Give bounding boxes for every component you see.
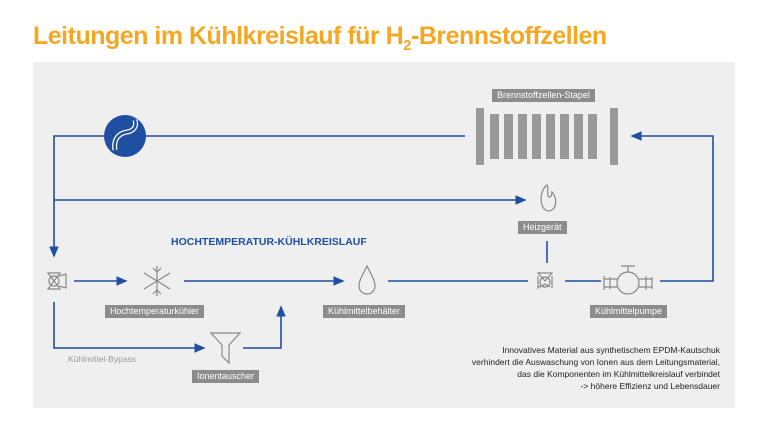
line-pump-stack — [630, 131, 714, 282]
valve-icon — [46, 272, 67, 290]
pump-icon — [603, 265, 653, 295]
circuit-title: HOCHTEMPERATUR-KÜHLKREISLAUF — [171, 236, 367, 248]
return-line — [49, 135, 465, 258]
valve-icon-2 — [536, 272, 554, 290]
note-line: das die Komponenten im Kühlmittelkreisla… — [517, 369, 720, 379]
reservoir-label: Kühlmittelbehälter — [323, 305, 406, 318]
stack-label: Brennstoffzellen-Stapel — [492, 89, 595, 102]
ion-return-line — [243, 305, 286, 349]
heater-label: Heizgerät — [518, 221, 567, 234]
note-line: -> höhere Effizienz und Lebensdauer — [580, 381, 721, 391]
fuel-cell-stack-icon — [476, 108, 618, 165]
bypass-line — [53, 302, 206, 353]
radiator-label: Hochtemperaturkühler — [105, 305, 205, 318]
funnel-icon — [209, 332, 242, 365]
note-line: Innovatives Material aus synthetischem E… — [502, 345, 720, 355]
bypass-label: Kühlmittel-Bypass — [68, 354, 137, 364]
snowflake-icon — [143, 266, 171, 296]
ion-exchanger-label: Ionentauscher — [192, 370, 260, 383]
drop-icon — [358, 264, 376, 295]
pipe-icon — [104, 115, 146, 157]
note-line: verhindert die Auswaschung von Ionen aus… — [471, 357, 720, 367]
page-title: Leitungen im Kühlkreislauf für H2-Brenns… — [33, 22, 607, 54]
pump-label: Kühlmittelpumpe — [590, 305, 668, 318]
flame-icon — [540, 184, 557, 212]
info-note: Innovatives Material aus synthetischem E… — [472, 344, 720, 392]
